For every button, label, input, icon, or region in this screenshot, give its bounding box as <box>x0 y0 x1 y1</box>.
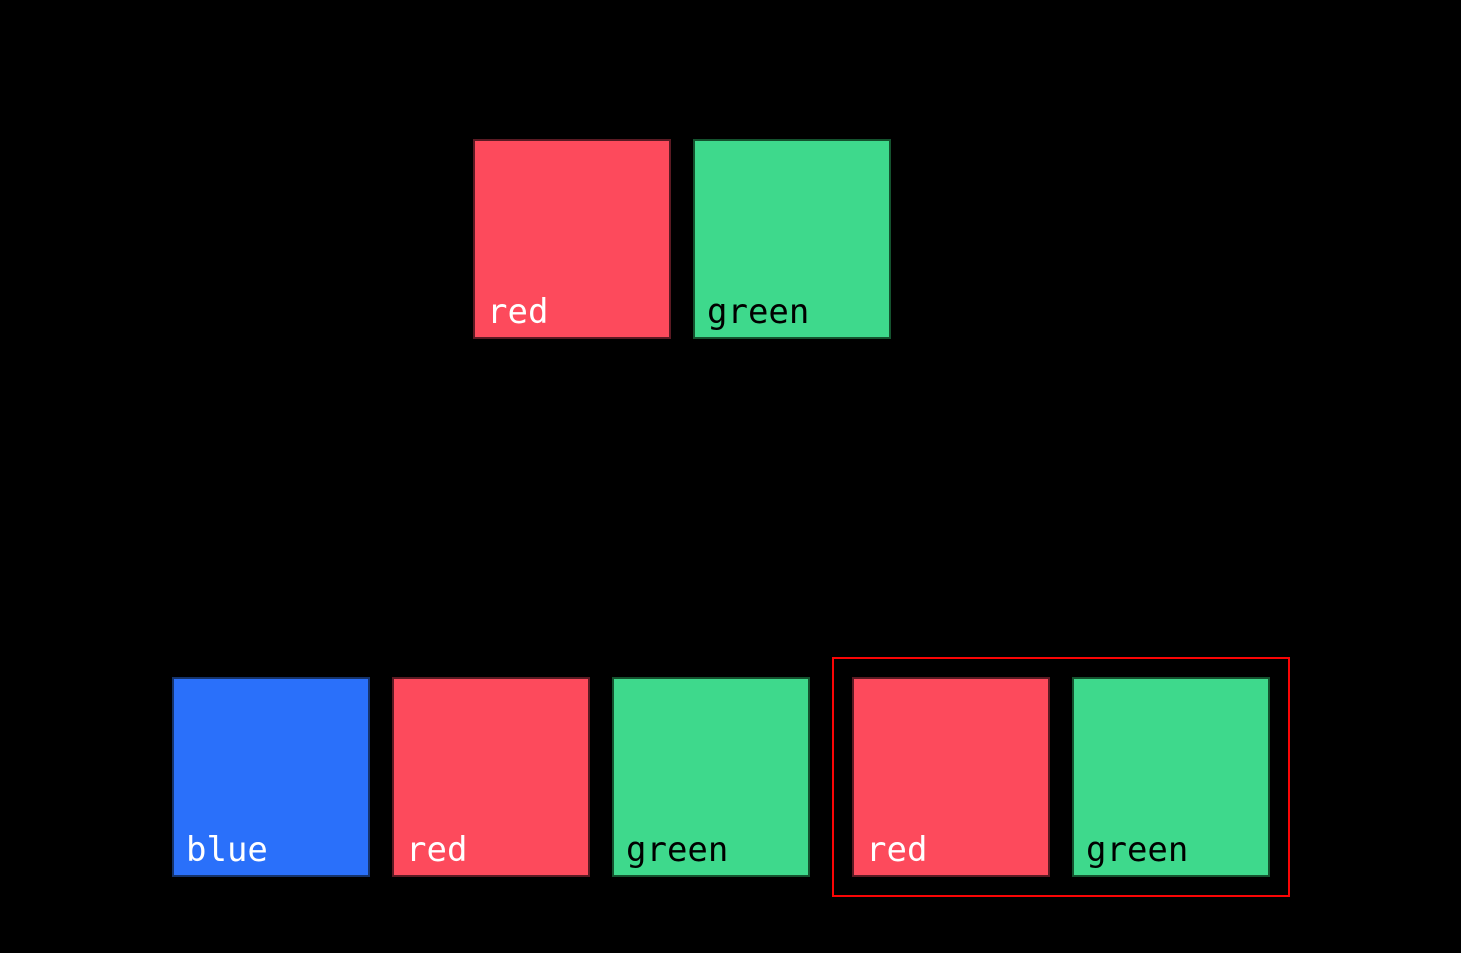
color-box-label: green <box>1086 830 1189 870</box>
color-box-label: green <box>707 292 810 332</box>
top-flex-row: red green <box>473 139 891 339</box>
nested-group-outline: red green <box>832 657 1290 897</box>
color-box-label: red <box>406 830 468 870</box>
color-box-label: blue <box>186 830 268 870</box>
color-box-green: green <box>1072 677 1270 877</box>
color-box-green: green <box>612 677 810 877</box>
bottom-flex-row: blue red green red green <box>172 657 1290 897</box>
color-box-blue: blue <box>172 677 370 877</box>
color-box-green: green <box>693 139 891 339</box>
color-box-label: green <box>626 830 729 870</box>
color-box-red: red <box>852 677 1050 877</box>
color-box-red: red <box>392 677 590 877</box>
color-box-label: red <box>487 292 549 332</box>
color-box-label: red <box>866 830 928 870</box>
color-box-red: red <box>473 139 671 339</box>
